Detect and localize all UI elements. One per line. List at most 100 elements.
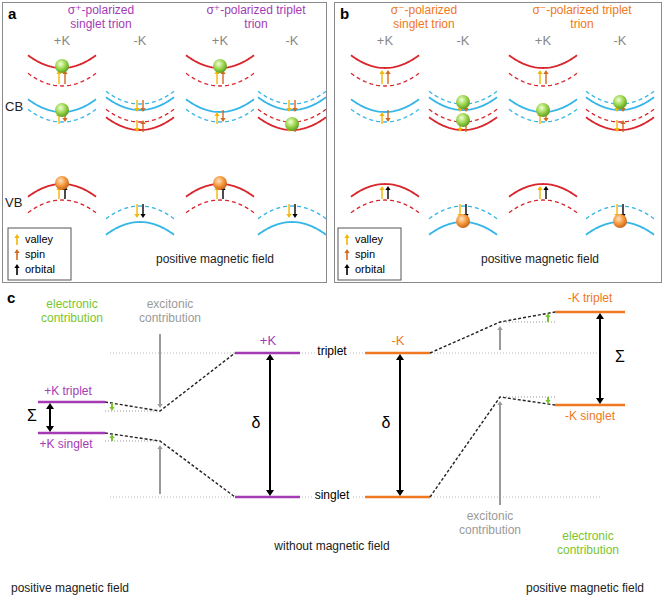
arrow-head [537,186,542,190]
arrow-head [344,264,349,268]
shift-arrow [622,124,623,132]
level-label: triplet [315,345,348,359]
energy-band [106,206,174,219]
legend-box [8,228,71,280]
shift-arrow [142,100,143,108]
shift-arrow [294,100,295,108]
shift-arrow [111,403,113,407]
energy-level [235,496,300,499]
splitting-symbol: Σ [615,348,625,366]
electron [536,103,550,117]
arrow-head [266,354,274,360]
energy-level [365,352,430,355]
legend-entry: valley [13,232,53,246]
arrow-head [396,490,404,496]
energy-band [351,109,419,122]
shift-arrow [465,204,466,214]
legend-entry: orbital [343,262,385,276]
reference-line [105,411,160,412]
legend-text: orbital [355,263,385,275]
shift-arrow [222,190,223,199]
energy-band [258,117,326,130]
energy-band [106,117,174,130]
arrow-head [614,128,619,132]
band-label: CB [5,100,23,115]
reference-line [500,397,555,398]
shift-arrow [142,124,143,132]
shift-arrow [547,397,549,400]
shift-arrow [136,120,137,128]
shift-arrow [111,438,113,441]
energy-band [106,91,174,104]
shift-arrow [346,238,348,245]
arrow-head [292,214,297,218]
splitting-symbol: δ [382,414,391,432]
arrow-head [220,118,225,122]
arrow-head [109,407,114,411]
legend-text: spin [25,248,45,260]
energy-band [258,91,326,104]
energy-level [555,311,625,314]
energy-level [38,401,105,404]
shift-arrow [58,116,59,124]
valley-label: +K [377,34,393,49]
correlation-line [430,312,555,353]
reference-line [110,353,600,354]
level-label: singlet [313,489,352,503]
field-note: without magnetic field [274,540,389,554]
arrow-head [286,108,291,112]
legend-text: valley [355,233,383,245]
arrow-head [14,234,19,238]
shift-arrow [381,116,382,124]
hole [213,176,227,190]
legend-arrow [13,263,21,276]
electron [213,59,227,73]
shift-arrow [222,74,223,84]
shift-arrow [142,204,143,214]
arrow-head [157,404,162,408]
splitting-symbol: δ [252,414,261,432]
energy-band [186,200,254,213]
arrow-head [545,313,550,317]
energy-band [106,109,174,122]
shift-arrow [616,204,617,214]
arrow-head [620,120,625,124]
legend-entry: orbital [13,262,55,276]
energy-band [509,184,577,197]
shift-arrow [222,110,223,118]
energy-band [106,97,174,110]
shift-arrow [159,334,161,404]
shift-arrow [381,74,382,84]
arrow-head [134,128,139,132]
correlation-line [105,433,235,497]
band-label: VB [5,196,22,211]
panel-letter: c [7,289,15,306]
trion-title: σ⁺-polarized singlet trion [51,4,151,32]
arrow-head [157,445,162,449]
legend-arrow [13,248,21,261]
level-label: -K singlet [565,410,615,424]
electron [613,95,627,109]
arrow-head [543,186,548,190]
energy-band [28,73,96,86]
hole [613,214,627,228]
shift-arrow [346,253,348,260]
arrow-head [140,214,145,218]
arrow-head [385,118,390,122]
arrow-head [457,128,462,132]
shift-arrow [539,116,540,124]
reference-line [105,441,160,442]
electron [55,103,69,117]
shift-arrow [288,204,289,214]
level-label: +K singlet [39,438,92,452]
arrow-head [385,186,390,190]
legend-text: valley [25,233,53,245]
energy-band [509,200,577,213]
legend-entry: spin [13,247,45,261]
arrow-head [134,214,139,218]
band-structure [28,55,654,234]
energy-level [555,404,625,407]
valley-label: -K [134,34,147,49]
legend-arrow [343,233,351,246]
electron [456,95,470,109]
